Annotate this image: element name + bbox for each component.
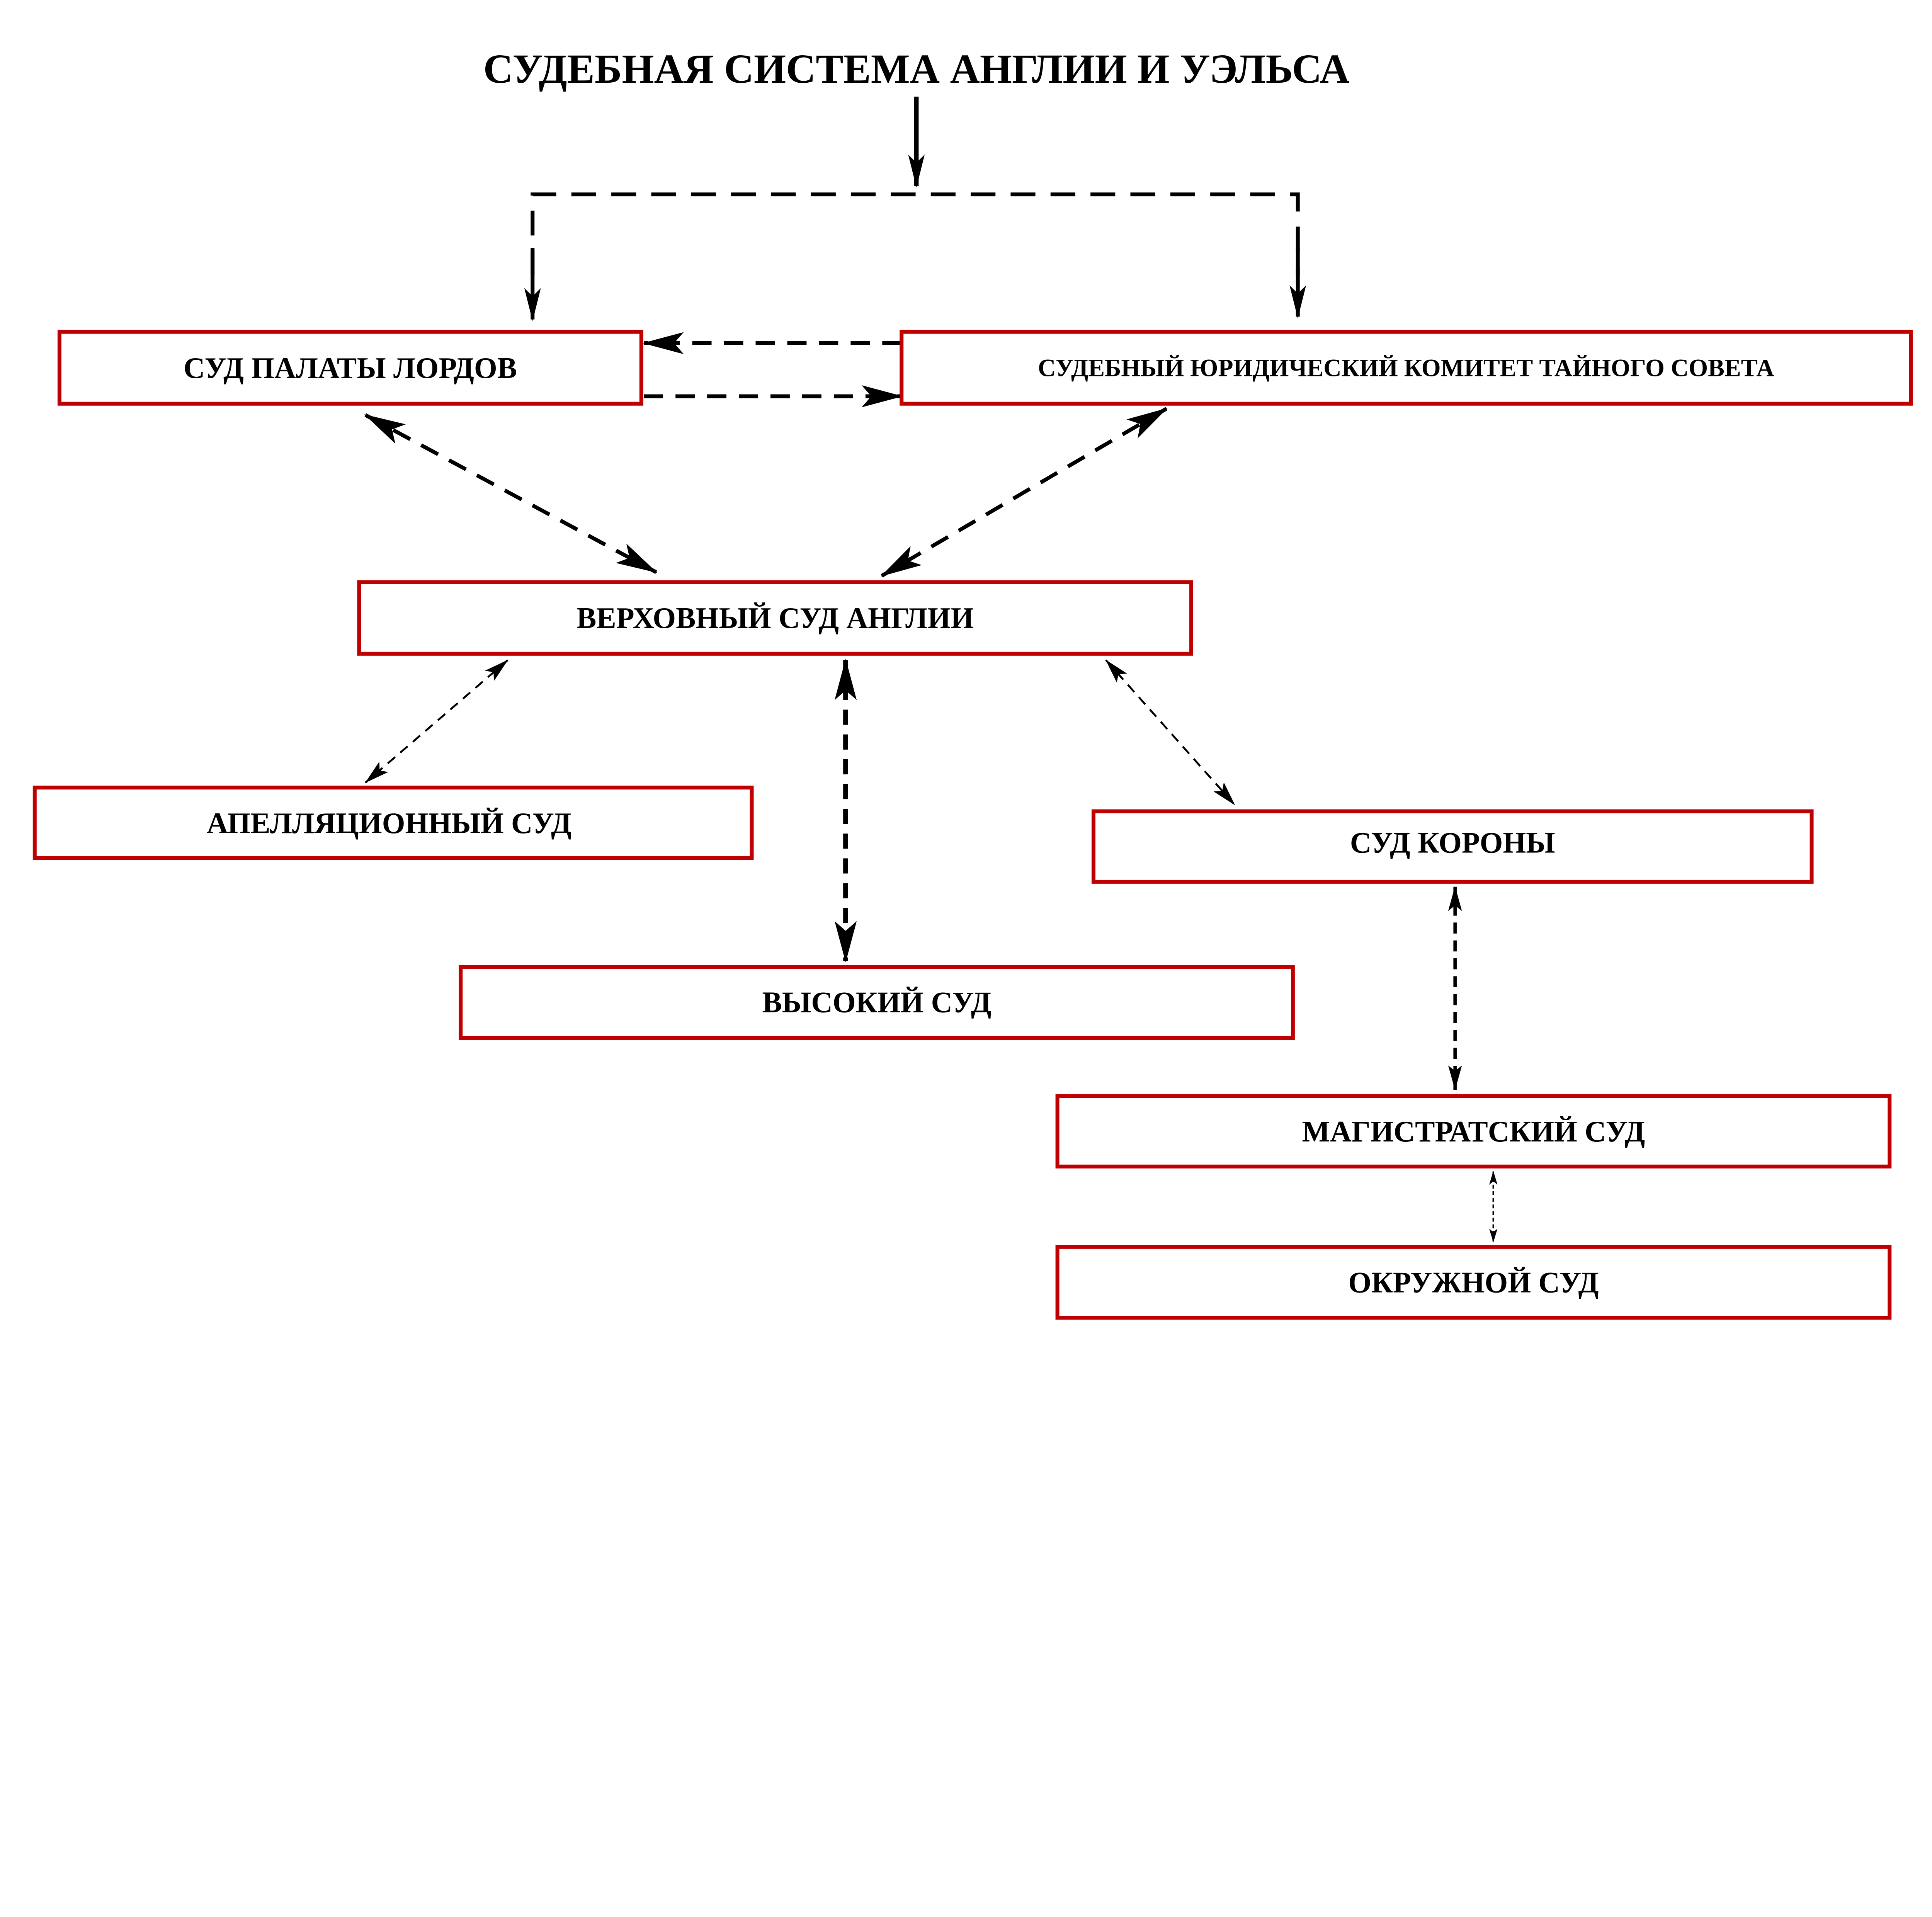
node-label: СУД КОРОНЫ [1350,826,1555,859]
node-label: АПЕЛЛЯЦИОННЫЙ СУД [207,806,571,840]
arrow-supreme-crown [1105,659,1236,806]
arrow-privy-supreme [880,407,1168,578]
node-appeal: АПЕЛЛЯЦИОННЫЙ СУД [32,786,754,860]
court-system-diagram: СУДЕБНАЯ СИСТЕМА АНГЛИИ И УЭЛЬСА СУД ПАЛ… [32,46,1913,1320]
node-label: СУД ПАЛАТЫ ЛОРДОВ [184,351,517,384]
connectors [364,97,1498,1243]
node-privy-council: СУДЕБНЫЙ ЮРИДИЧЕСКИЙ КОМИТЕТ ТАЙНОГО СОВ… [900,330,1913,406]
node-district: ОКРУЖНОЙ СУД [1055,1245,1892,1320]
diagram-title: СУДЕБНАЯ СИСТЕМА АНГЛИИ И УЭЛЬСА [483,46,1350,92]
node-label: ВЕРХОВНЫЙ СУД АНГЛИИ [577,601,974,634]
node-magistrate: МАГИСТРАТСКИЙ СУД [1055,1094,1892,1169]
node-crown: СУД КОРОНЫ [1091,809,1814,884]
node-label: ОКРУЖНОЙ СУД [1348,1266,1599,1299]
node-high: ВЫСОКИЙ СУД [459,965,1295,1040]
node-lords: СУД ПАЛАТЫ ЛОРДОВ [57,330,643,406]
node-supreme: ВЕРХОВНЫЙ СУД АНГЛИИ [357,580,1193,656]
node-label: СУДЕБНЫЙ ЮРИДИЧЕСКИЙ КОМИТЕТ ТАЙНОГО СОВ… [1038,354,1774,381]
node-label: МАГИСТРАТСКИЙ СУД [1302,1115,1645,1148]
node-label: ВЫСОКИЙ СУД [762,986,991,1019]
branch-bracket [531,192,1300,276]
arrow-lords-supreme [364,413,658,574]
arrow-supreme-appeal [365,659,509,784]
